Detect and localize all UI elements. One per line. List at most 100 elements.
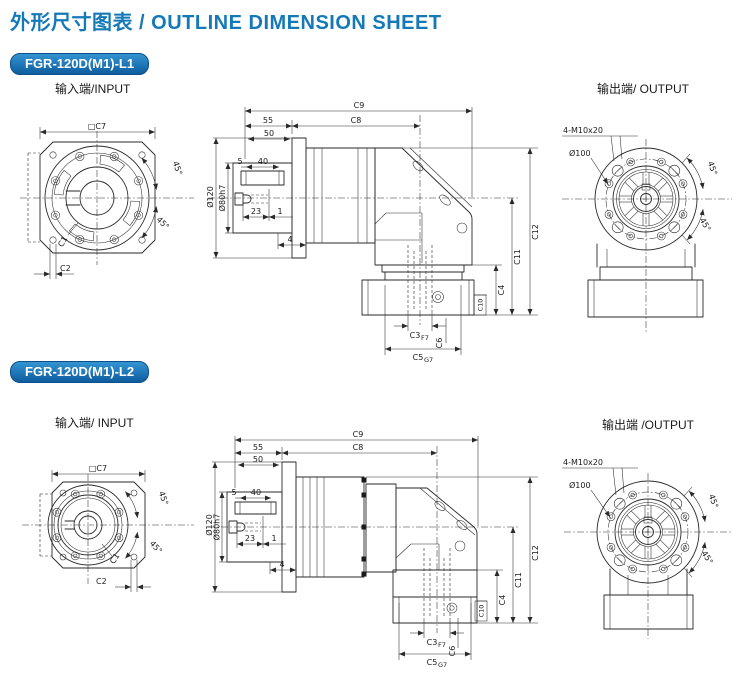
dim-c11: C11	[509, 198, 522, 315]
dim-label-c11: C11	[513, 249, 522, 265]
dim-label-angle-bottom: 45°	[148, 539, 164, 556]
dim-label-23: 23	[245, 534, 255, 543]
dim-c5g7: C5 G7	[398, 603, 472, 669]
dim-5-40: 5 40	[231, 488, 271, 501]
dim-label-c1: C1	[56, 235, 69, 249]
dim-label-c3-sub: F7	[438, 641, 446, 649]
dim-label-5: 5	[237, 157, 242, 166]
axes	[208, 115, 518, 325]
dim-dia80: Ø80h7	[212, 491, 227, 563]
dim-c7: □C7	[51, 464, 146, 482]
dim-label-holes: 4-M10x20	[563, 126, 603, 135]
dim-50: 50	[238, 455, 279, 468]
dim-4: 4	[277, 233, 306, 249]
input-port-label: 输入端/INPUT	[55, 82, 131, 96]
dim-23-1: 23 1	[242, 189, 293, 221]
dim-c2: C2	[96, 560, 151, 592]
dim-c4: C4	[464, 264, 506, 315]
annotation-holes: 4-M10x20	[562, 458, 638, 496]
dim-c9: C9	[244, 101, 473, 197]
dim-label-c12: C12	[531, 224, 540, 240]
l2-input-front-view: □C7 C1 C2 45° 45°	[22, 464, 194, 592]
bolt-holes	[606, 490, 690, 574]
dim-label-dia80: Ø80h7	[217, 185, 227, 212]
dim-label-dia100: Ø100	[569, 480, 591, 490]
dim-angles: 45° 45°	[681, 153, 719, 245]
annotation-dia100: Ø100	[569, 148, 609, 185]
dim-55-c8: 55 C8	[245, 116, 420, 134]
dim-c3f7: C3 F7	[394, 311, 446, 342]
dim-label-c6: C6	[435, 338, 444, 349]
dim-50: 50	[248, 129, 290, 142]
model-badge-l1: FGR-120D(M1)-L1	[10, 53, 150, 75]
dim-label-angle-bottom: 45°	[700, 549, 715, 566]
dim-label-c5-sub: G7	[424, 356, 433, 364]
dim-label-c10: C10	[477, 299, 485, 312]
gearbox-outline	[226, 461, 478, 624]
l2-side-view: C9 55 C8 50 Ø120 Ø80h7 5 40	[204, 430, 540, 669]
spoke-web	[621, 505, 675, 559]
l2-output-front-view: 4-M10x20 Ø100 45° 45°	[562, 458, 732, 639]
dim-label-c8: C8	[353, 443, 364, 452]
dim-label-50: 50	[264, 129, 274, 138]
dim-label-c8: C8	[351, 116, 362, 125]
dim-label-c7: □C7	[88, 122, 106, 131]
spoke-web	[619, 172, 673, 226]
centerlines	[20, 131, 194, 265]
bolt-holes	[604, 157, 688, 241]
centerlines	[562, 139, 732, 333]
dim-label-c10: C10	[478, 605, 486, 618]
dim-dia80: Ø80h7	[217, 162, 233, 234]
dim-label-c4: C4	[497, 285, 506, 296]
shaft-section-detail	[234, 170, 285, 206]
dim-label-c6: C6	[448, 646, 457, 657]
l1-output-front-view: 4-M10x20 Ø100 45° 45°	[562, 126, 732, 333]
dim-angles: 45° 45°	[683, 486, 720, 578]
centerlines	[22, 474, 194, 584]
dim-label-holes: 4-M10x20	[563, 458, 603, 467]
dim-label-c4: C4	[498, 595, 507, 606]
bolt-holes	[50, 151, 144, 245]
dim-label-23: 23	[251, 207, 261, 216]
flange-outline	[27, 141, 156, 254]
dim-label-c9: C9	[353, 430, 364, 439]
dim-label-55: 55	[253, 443, 263, 452]
dim-label-c12: C12	[531, 545, 540, 561]
l1-input-front-view: □C7 C1 C2 45° 45°	[20, 122, 194, 279]
flange-circles	[596, 480, 700, 584]
output-port-label: 输出端/ OUTPUT	[597, 82, 689, 96]
dim-label-55: 55	[263, 116, 273, 125]
dim-label-c11: C11	[514, 572, 523, 588]
gearbox-outline	[232, 137, 475, 316]
flange-circles	[594, 147, 698, 251]
dim-label-4: 4	[279, 560, 284, 569]
dim-dia120: Ø120	[205, 137, 292, 259]
dim-23-1: 23 1	[236, 516, 286, 548]
dim-label-c5-sub: G7	[438, 661, 447, 669]
dim-label-50: 50	[253, 455, 263, 464]
dim-dia120: Ø120	[204, 461, 282, 593]
dim-c12: C12	[402, 147, 540, 316]
page-title: 外形尺寸图表 / OUTLINE DIMENSION SHEET	[10, 12, 442, 34]
dim-c5g7: C5 G7	[384, 285, 462, 364]
dim-label-angle-top: 45°	[706, 160, 719, 176]
input-port-label: 输入端/ INPUT	[55, 416, 134, 430]
dim-label-c2: C2	[96, 577, 107, 586]
dim-label-c9: C9	[354, 101, 365, 110]
dim-label-c3-sub: F7	[421, 334, 429, 342]
dim-label-4: 4	[287, 235, 292, 244]
dim-label-c3: C3	[427, 638, 438, 647]
corner-screws	[49, 151, 146, 244]
dim-c10: C10	[473, 294, 487, 316]
output-port-label: 输出端 /OUTPUT	[602, 418, 694, 432]
dim-c3f7: C3 F7	[410, 618, 464, 649]
dim-label-angle-top: 45°	[707, 493, 720, 509]
dim-55-c8: 55 C8	[235, 443, 437, 460]
dim-c6: C6	[448, 618, 459, 657]
body-below	[587, 243, 704, 318]
dim-label-c5: C5	[413, 353, 424, 362]
dim-c7: □C7	[39, 122, 156, 139]
dim-label-40: 40	[258, 157, 268, 166]
shaft-section-detail	[228, 501, 277, 534]
